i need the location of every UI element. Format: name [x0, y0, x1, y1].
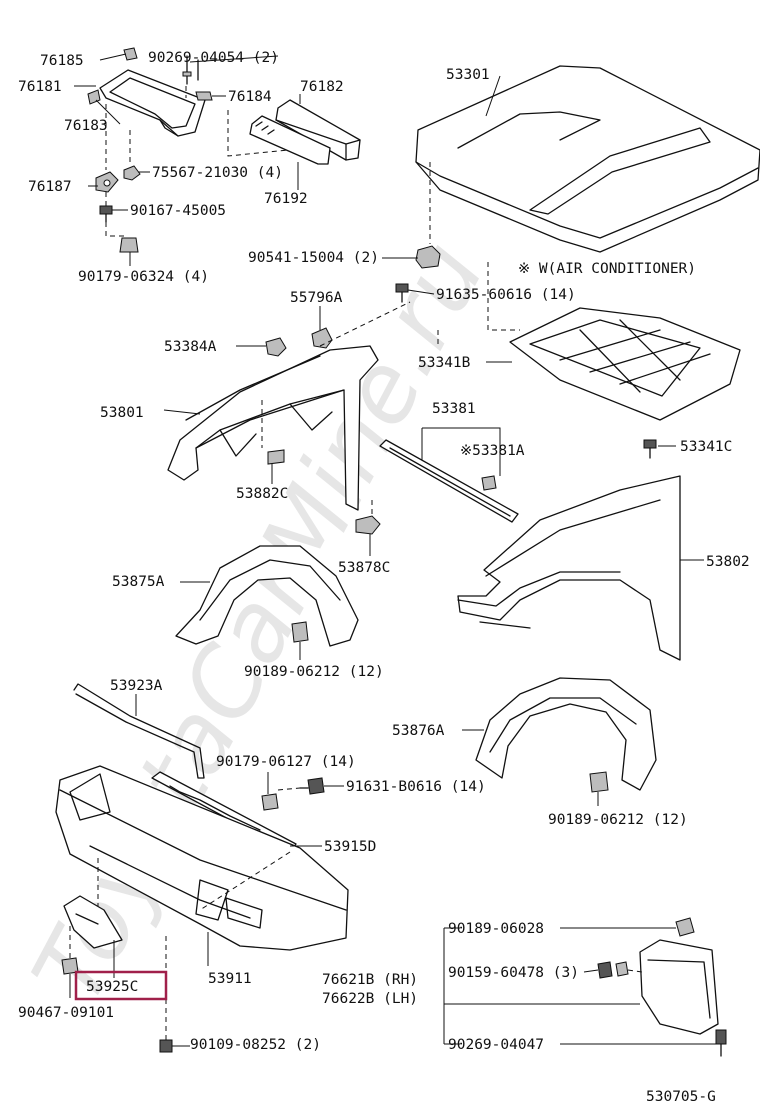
label-76622B: 76622B (LH) — [322, 991, 418, 1007]
label-76185: 76185 — [40, 53, 84, 69]
clip-55796A[interactable] — [311, 327, 333, 349]
label-76182: 76182 — [300, 79, 344, 95]
grommet-76187[interactable] — [95, 171, 119, 193]
label-90189-06028: 90189-06028 — [448, 921, 544, 937]
label-53911: 53911 — [208, 971, 252, 987]
mudguard-76621B[interactable] — [639, 939, 719, 1035]
label-76184: 76184 — [228, 89, 272, 105]
clip-76185[interactable] — [123, 47, 138, 61]
nut-75567[interactable] — [123, 165, 141, 181]
bumper-cushion-90541[interactable] — [415, 245, 441, 269]
scoop-insert-76182[interactable] — [275, 99, 361, 161]
diagram-code: 530705-G — [646, 1089, 716, 1105]
label-90541: 90541-15004 (2) — [248, 250, 379, 266]
screw-90167[interactable] — [99, 205, 113, 223]
label-75567: 75567-21030 (4) — [152, 165, 283, 181]
label-90159: 90159-60478 (3) — [448, 965, 579, 981]
clip-53878C[interactable] — [355, 515, 381, 535]
label-53875A: 53875A — [112, 574, 165, 590]
screw-90159[interactable] — [597, 961, 629, 979]
bumper-cover-53911[interactable] — [55, 765, 349, 951]
nut-90179-06324[interactable] — [119, 237, 139, 253]
label-76192: 76192 — [264, 191, 308, 207]
label-53381: 53381 — [432, 401, 476, 417]
hood-scoop-76181[interactable] — [99, 69, 206, 137]
seal-53381[interactable] — [379, 439, 519, 523]
clip-53384A[interactable] — [265, 337, 287, 357]
bolt-91635[interactable] — [395, 283, 409, 303]
label-55796A: 55796A — [290, 290, 343, 306]
label-53384A: 53384A — [164, 339, 217, 355]
label-53878C: 53878C — [338, 560, 390, 576]
label-53923A: 53923A — [110, 678, 163, 694]
label-76181: 76181 — [18, 79, 62, 95]
bolt-90269-04054[interactable] — [182, 55, 199, 85]
label-90109: 90109-08252 (2) — [190, 1037, 321, 1053]
under-cover-53341B[interactable] — [509, 307, 741, 421]
label-90167: 90167-45005 — [130, 203, 226, 219]
label-76187: 76187 — [28, 179, 72, 195]
label-76621B: 76621B (RH) — [322, 972, 418, 988]
rivet-90269-04047[interactable] — [715, 1029, 727, 1057]
label-90179-06324: 90179-06324 (4) — [78, 269, 209, 285]
clip-53341C[interactable] — [643, 439, 657, 459]
fender-53802[interactable] — [457, 475, 681, 661]
label-90467: 90467-09101 — [18, 1005, 114, 1021]
label-91635: 91635-60616 (14) — [436, 287, 576, 303]
fender-liner-53876A[interactable] — [475, 677, 657, 791]
highlight-box-53925C — [74, 970, 168, 1001]
label-90189-06212-b: 90189-06212 (12) — [548, 812, 688, 828]
clip-53882C[interactable] — [267, 449, 285, 465]
fender-liner-53875A[interactable] — [175, 545, 359, 647]
bracket-53925C[interactable] — [63, 895, 123, 949]
grille-76192[interactable] — [249, 115, 331, 165]
label-53341C: 53341C — [680, 439, 732, 455]
clip-90189-06212-a[interactable] — [291, 621, 309, 643]
label-53882C: 53882C — [236, 486, 288, 502]
label-53876A: 53876A — [392, 723, 445, 739]
label-76183: 76183 — [64, 118, 108, 134]
screw-90109[interactable] — [159, 1039, 173, 1053]
label-90269-04054: 90269-04054 (2) — [148, 50, 279, 66]
label-90269-04047: 90269-04047 — [448, 1037, 544, 1053]
clip-90179-06127[interactable] — [261, 793, 279, 811]
label-91631: 91631-B0616 (14) — [346, 779, 486, 795]
label-note-ac: ※ W(AIR CONDITIONER) — [518, 261, 696, 277]
fender-apron-53801[interactable] — [167, 345, 379, 511]
label-53301: 53301 — [446, 67, 490, 83]
label-53341B: 53341B — [418, 355, 471, 371]
reinforcement-53923A[interactable] — [73, 683, 205, 779]
clip-53381A[interactable] — [481, 475, 497, 491]
clip-90189-06212-b[interactable] — [589, 771, 609, 793]
label-53802: 53802 — [706, 554, 750, 570]
clip-76184[interactable] — [195, 91, 213, 101]
label-53915D: 53915D — [324, 839, 376, 855]
label-90179-06127: 90179-06127 (14) — [216, 754, 356, 770]
screw-90189-06028[interactable] — [675, 917, 695, 937]
bolt-91631[interactable] — [299, 777, 325, 795]
label-53801: 53801 — [100, 405, 144, 421]
label-53381A: ※53381A — [460, 443, 525, 459]
label-53925C[interactable]: 53925C — [86, 979, 138, 995]
hood-53301[interactable] — [415, 65, 760, 253]
label-90189-06212-a: 90189-06212 (12) — [244, 664, 384, 680]
